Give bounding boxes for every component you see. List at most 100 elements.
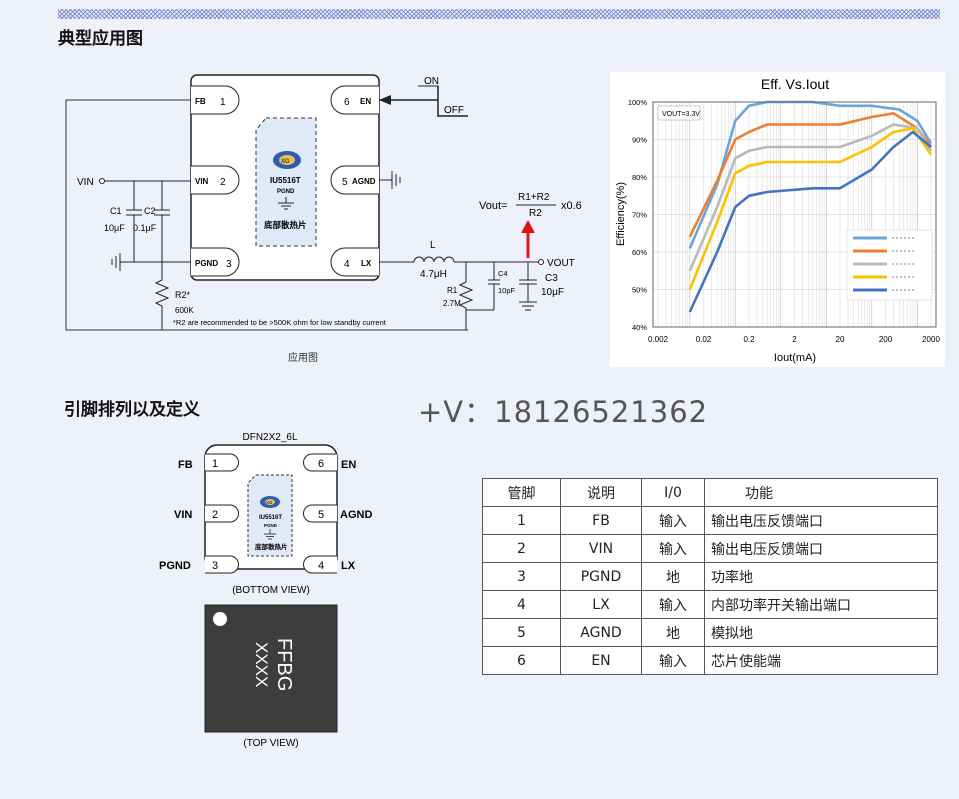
package-part-number: IU5516T (259, 515, 282, 521)
logo-text: XG (281, 159, 290, 165)
chart-title: Eff. Vs.Iout (761, 76, 829, 92)
arrow-icon (379, 95, 391, 105)
pin-number: 1 (220, 97, 226, 108)
chart-annotation-box (657, 105, 701, 121)
cell: 输入 (641, 646, 705, 675)
chart-legend (846, 229, 933, 301)
formula-numerator: R1+R2 (518, 192, 550, 203)
chart-annotation: VOUT=3.3V (662, 111, 700, 118)
section-title-application: 典型应用图 (58, 29, 143, 49)
c2-label: C2 (144, 206, 156, 216)
pin-name: EN (360, 97, 371, 106)
logo-text: XG (266, 500, 273, 505)
x-tick-label: 0.002 (648, 335, 669, 344)
pin-name: FB (178, 459, 193, 471)
application-caption: 应用图 (288, 353, 318, 364)
x-tick-label: 2000 (922, 335, 940, 344)
package-pad-note: 底部散热片 (255, 542, 288, 551)
y-tick-label: 70% (632, 211, 647, 220)
r2-resistor (154, 262, 170, 330)
on-label: ON (424, 76, 439, 87)
cell: 模拟地 (704, 618, 938, 647)
vin-terminal (99, 178, 105, 184)
pin-number: 3 (212, 560, 218, 572)
y-axis-label: Efficiency(%) (615, 182, 627, 246)
cell: 地 (641, 562, 705, 591)
pin-number: 1 (212, 458, 218, 470)
chip-pin-pgnd: PGND 3 (191, 247, 240, 277)
inductor-value: 4.7μH (420, 269, 447, 280)
series-line-2 (688, 112, 933, 238)
package-marking-1: FFBG (273, 638, 295, 691)
c1-value: 10μF (104, 223, 125, 233)
package-pin-en: 6 EN (303, 453, 356, 472)
formula-factor: x0.6 (561, 200, 582, 212)
pin-name: LX (341, 560, 356, 572)
c4-value: 10pF (498, 286, 516, 295)
vin-label: VIN (77, 177, 94, 188)
x-tick-label: 200 (879, 335, 893, 344)
cell: EN (560, 646, 642, 675)
package-pad-label: PGND (264, 523, 278, 528)
pin-number: 3 (226, 259, 232, 270)
cell: 输入 (641, 506, 705, 535)
x-tick-label: 20 (836, 335, 845, 344)
chip-pin-agnd: 5 AGND (330, 165, 379, 195)
pin-number: 5 (342, 177, 348, 188)
cell: 输出电压反馈端口 (704, 534, 938, 563)
cell: 输出电压反馈端口 (704, 506, 938, 535)
y-tick-label: 60% (632, 248, 647, 257)
chip-pin-lx: 4 LX (330, 247, 379, 277)
pin-number: 2 (220, 177, 226, 188)
y-tick-label: 40% (632, 323, 647, 332)
cell: 输入 (641, 534, 705, 563)
pin-number: 5 (318, 509, 324, 521)
pin-name: AGND (352, 177, 376, 186)
pin-name: EN (341, 459, 356, 471)
package-drawing: DFN2X2_6L FB 1 VIN 2 PGND 3 6 EN 5 AGND … (159, 432, 372, 749)
header-io: I/0 (641, 478, 705, 507)
pin-name: FB (195, 97, 206, 106)
pad-label: PGND (277, 189, 295, 195)
package-thermal-pad (247, 474, 293, 557)
c2-value: 0.1μF (133, 223, 157, 233)
pin-name: PGND (159, 560, 191, 572)
cell: PGND (560, 562, 642, 591)
header-pattern-band (58, 9, 940, 19)
package-pin-vin: VIN 2 (174, 504, 239, 523)
series-line-4 (688, 127, 933, 290)
x-tick-label: 0.02 (696, 335, 712, 344)
pin-name: LX (361, 259, 372, 268)
pin-number: 4 (318, 560, 324, 572)
section-title-pins: 引脚排列以及定义 (64, 400, 200, 420)
r1-label: R1 (447, 286, 458, 295)
pin-number: 2 (212, 509, 218, 521)
cell: FB (560, 506, 642, 535)
plot-frame (652, 101, 937, 328)
chip-part-number: IU5516T (270, 176, 301, 185)
pin-name: PGND (195, 259, 218, 268)
header-desc: 说明 (560, 478, 642, 507)
ground-icon (391, 171, 401, 189)
inductor-label: L (430, 240, 436, 251)
r2-value: 600K (175, 306, 194, 315)
chip-pin-en: 6 EN (330, 85, 379, 115)
y-tick-label: 50% (632, 286, 647, 295)
cell: 2 (482, 534, 561, 563)
x-axis-label: Iout(mA) (774, 352, 816, 364)
cell: 5 (482, 618, 561, 647)
cell: 内部功率开关输出端口 (704, 590, 938, 619)
cell: AGND (560, 618, 642, 647)
cell: 1 (482, 506, 561, 535)
y-tick-label: 100% (628, 98, 648, 107)
efficiency-chart: Eff. Vs.Iout 40%50%60%70%80%90%100% 0.00… (610, 72, 945, 367)
r2-label: R2* (175, 290, 191, 300)
c3-label: C3 (545, 273, 558, 284)
package-name: DFN2X2_6L (242, 432, 297, 443)
chip-pin-fb: FB 1 (191, 85, 240, 115)
